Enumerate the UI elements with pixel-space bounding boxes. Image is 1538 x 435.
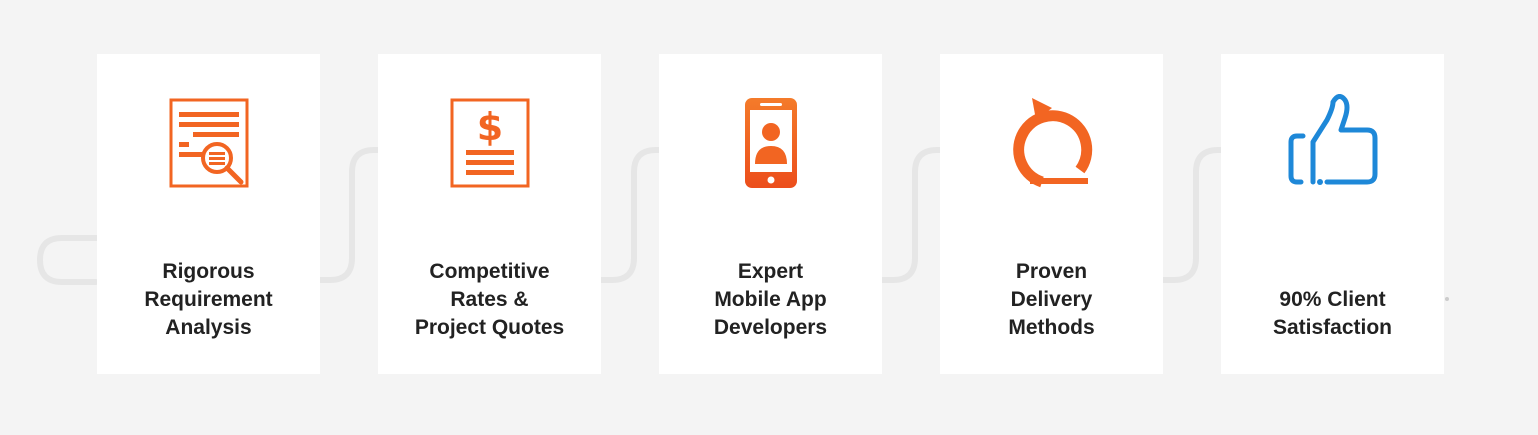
feature-label-line: Project Quotes — [414, 316, 565, 339]
feature-label-line: Competitive — [429, 260, 550, 283]
feature-card-client-satisfaction: 90% Client Satisfaction — [1221, 54, 1444, 374]
feature-label: 90% Client Satisfaction — [1229, 286, 1436, 342]
feature-label-line: Developers — [713, 316, 828, 339]
feature-card-competitive-rates: $ Competitive Rates & Project Quotes — [378, 54, 601, 374]
feature-label: Expert Mobile App Developers — [667, 258, 874, 342]
feature-label-line: Requirement — [144, 288, 273, 311]
feature-label-line: Delivery — [1010, 288, 1093, 311]
feature-label-line: Expert — [737, 260, 804, 283]
feature-label-line: Rigorous — [162, 260, 255, 283]
mobile-developer-icon — [721, 94, 821, 194]
feature-label: Proven Delivery Methods — [948, 258, 1155, 342]
feature-label: Rigorous Requirement Analysis — [105, 258, 312, 342]
svg-text:$: $ — [476, 105, 502, 149]
feature-label: Competitive Rates & Project Quotes — [386, 258, 593, 342]
feature-label-line: Methods — [1008, 316, 1095, 339]
feature-label-line: Satisfaction — [1272, 316, 1393, 339]
feature-label-line: Rates & — [450, 288, 529, 311]
thumbs-up-icon — [1283, 94, 1383, 194]
dollar-document-icon: $ — [440, 94, 540, 194]
cycle-arrow-icon — [1002, 94, 1102, 194]
feature-card-proven-delivery: Proven Delivery Methods — [940, 54, 1163, 374]
document-search-icon — [159, 94, 259, 194]
feature-card-mobile-app-developers: Expert Mobile App Developers — [659, 54, 882, 374]
feature-label-line: Proven — [1015, 260, 1088, 283]
feature-label-line: 90% Client — [1279, 288, 1386, 311]
feature-card-requirement-analysis: Rigorous Requirement Analysis — [97, 54, 320, 374]
feature-label-line: Mobile App — [714, 288, 827, 311]
feature-label-line: Analysis — [165, 316, 252, 339]
